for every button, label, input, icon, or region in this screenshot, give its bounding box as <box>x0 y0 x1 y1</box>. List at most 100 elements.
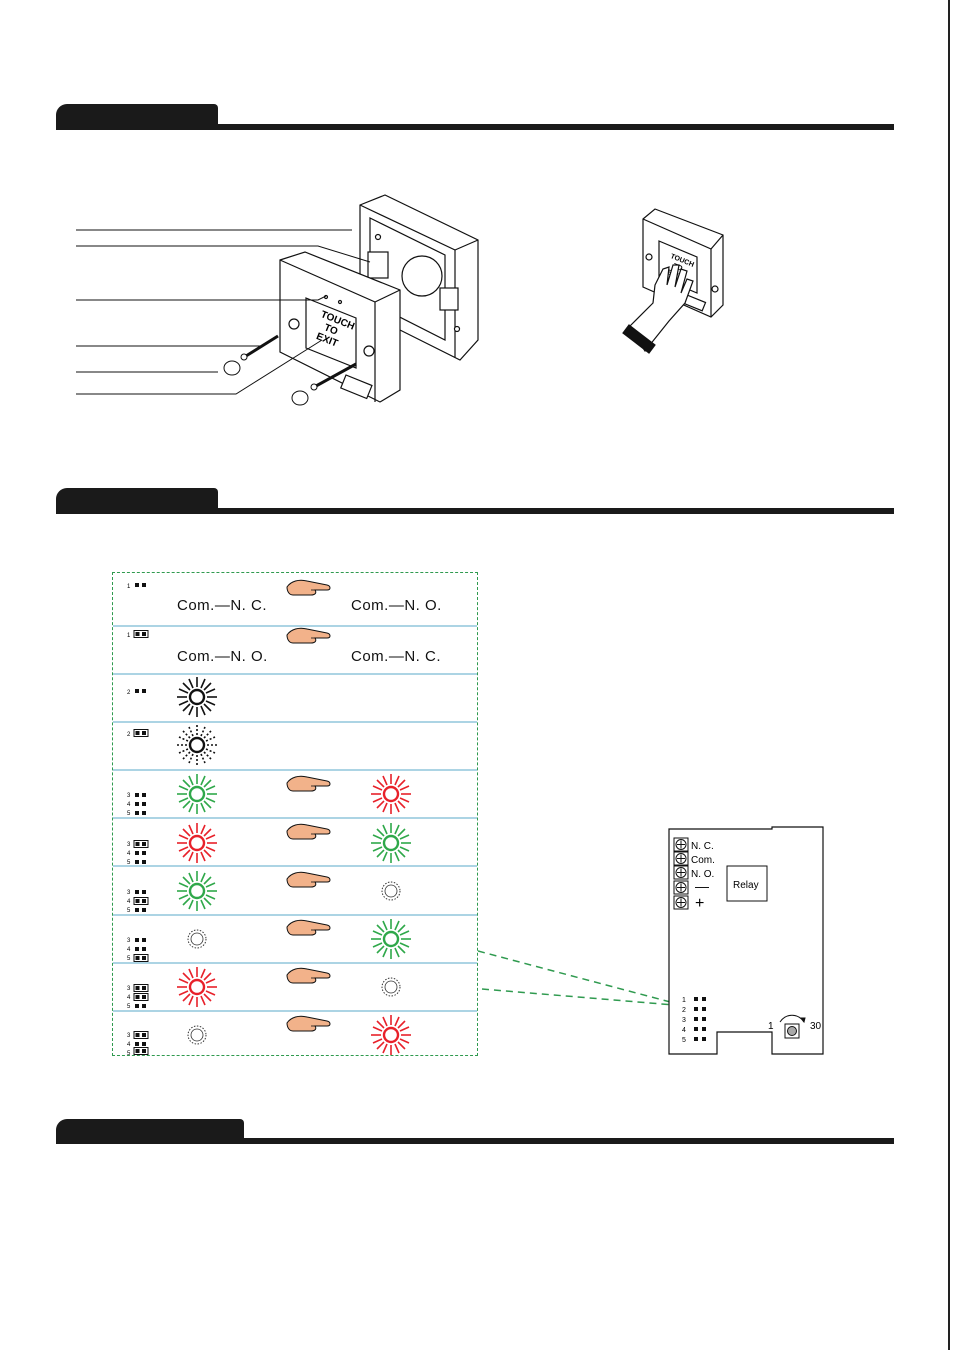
dip-switch-row-10: 3 4 5 <box>127 1031 149 1055</box>
dip-switch-row-5: 3 4 5 <box>127 793 146 817</box>
led-burst-icon <box>175 772 219 816</box>
terminal-nc-label: N. C. <box>691 841 714 852</box>
svg-text:2: 2 <box>127 690 131 696</box>
screw-terminal-icon <box>673 880 689 895</box>
svg-text:3: 3 <box>127 938 131 944</box>
dip-switch-row-9: 3 4 5 <box>127 984 149 1010</box>
svg-text:2: 2 <box>127 732 131 738</box>
svg-text:3: 3 <box>127 1033 131 1039</box>
led-burst-icon <box>369 1013 413 1055</box>
svg-text:4: 4 <box>127 947 131 953</box>
led-off-icon <box>381 881 401 901</box>
row2-left-connection: Com.—N. O. <box>177 648 268 665</box>
led-off-icon <box>381 977 401 997</box>
dip-panel-graphics: 1 1 2 2 3 4 5 3 <box>113 579 477 1055</box>
svg-text:4: 4 <box>127 995 131 1001</box>
dip-switch-row-7: 3 4 5 <box>127 890 149 914</box>
terminal-com-label: Com. <box>691 855 715 866</box>
led-burst-icon <box>369 772 413 816</box>
section-tab-1 <box>56 104 218 126</box>
pointing-hand-icon <box>286 579 331 596</box>
led-burst-icon <box>175 869 219 913</box>
svg-text:3: 3 <box>127 986 131 992</box>
row1-right-connection: Com.—N. O. <box>351 597 442 614</box>
dip-switch-row-8: 3 4 5 <box>127 938 149 962</box>
svg-text:5: 5 <box>127 860 131 866</box>
front-plate <box>279 251 401 403</box>
pointing-hand-icon <box>286 775 331 792</box>
led-burst-icon <box>369 917 413 961</box>
screw-terminal-icon <box>673 851 689 866</box>
svg-text:3: 3 <box>127 842 131 848</box>
assembly-diagram: TOUCH TO EXIT <box>76 194 479 406</box>
section-tab-3 <box>56 1119 244 1141</box>
svg-text:1: 1 <box>127 584 131 590</box>
row-dividers <box>113 625 477 1012</box>
screw-terminal-block <box>673 837 689 910</box>
screw-terminal-icon <box>673 865 689 880</box>
back-box <box>359 194 479 361</box>
led-burst-icon <box>175 965 219 1009</box>
svg-text:1: 1 <box>127 633 131 639</box>
pointing-hand-icon <box>286 627 331 644</box>
terminal-plus-label: + <box>695 895 704 912</box>
svg-text:3: 3 <box>127 793 131 799</box>
pointing-hand-icon <box>286 967 331 984</box>
leader-lines <box>76 229 371 395</box>
screw-cap-1 <box>223 360 241 376</box>
dip-switch-row-4: 2 <box>127 729 149 738</box>
section-rule-1 <box>56 124 894 130</box>
dip-switch-row-2: 1 <box>127 630 149 639</box>
dip-number-5: 5 <box>682 1037 686 1044</box>
svg-text:5: 5 <box>127 908 131 914</box>
section-tab-2 <box>56 488 218 510</box>
dip-switch-row-1: 1 <box>127 583 146 590</box>
screw-cap-2 <box>291 390 309 406</box>
row2-right-connection: Com.—N. C. <box>351 648 442 665</box>
controller-board: N. C. Com. N. O. — + Relay 1 2 3 4 5 1 3… <box>668 826 824 1055</box>
pointing-hand-icon <box>286 871 331 888</box>
pointing-hand-icon <box>286 823 331 840</box>
svg-text:5: 5 <box>127 956 131 962</box>
relay-label: Relay <box>733 880 759 891</box>
section-rule-3 <box>56 1138 894 1144</box>
led-burst-icon <box>175 821 219 865</box>
dip-switch-panel: 1 1 2 2 3 4 5 3 <box>112 572 478 1056</box>
svg-text:3: 3 <box>127 890 131 896</box>
led-burst-icon <box>175 723 219 767</box>
timer-max-label: 30 <box>810 1021 822 1032</box>
pointing-hand-icon <box>286 1015 331 1032</box>
panel-to-board-connectors <box>478 950 675 1006</box>
hand-press-illustration: TOUCH TO EXIT <box>622 208 724 354</box>
led-burst-icon <box>369 821 413 865</box>
dip-number-1: 1 <box>682 997 686 1004</box>
svg-text:5: 5 <box>127 1004 131 1010</box>
led-burst-icon <box>175 675 219 719</box>
led-off-icon <box>187 929 207 949</box>
terminal-no-label: N. O. <box>691 869 714 880</box>
row1-left-connection: Com.—N. C. <box>177 597 268 614</box>
terminal-minus-label: — <box>695 878 709 894</box>
page-edge-line <box>948 0 950 1350</box>
dip-switch-row-3: 2 <box>127 689 146 696</box>
dip-switch-row-6: 3 4 5 <box>127 840 149 866</box>
screw-terminal-icon <box>673 837 689 852</box>
button-face-line2: TO <box>322 322 339 337</box>
svg-text:4: 4 <box>127 851 131 857</box>
led-off-icon <box>187 1025 207 1045</box>
dip-number-3: 3 <box>682 1017 686 1024</box>
svg-text:4: 4 <box>127 1042 131 1048</box>
section-rule-2 <box>56 508 894 514</box>
timer-min-label: 1 <box>768 1021 774 1032</box>
svg-text:5: 5 <box>127 1051 131 1055</box>
screw-1 <box>240 334 279 361</box>
dip-number-4: 4 <box>682 1027 686 1034</box>
pointing-hand-icon <box>286 919 331 936</box>
board-dip-switch <box>694 997 706 1041</box>
dip-number-2: 2 <box>682 1007 686 1014</box>
svg-text:4: 4 <box>127 802 131 808</box>
svg-text:5: 5 <box>127 811 131 817</box>
screw-terminal-icon <box>673 895 689 910</box>
potentiometer-icon <box>779 1014 806 1039</box>
relay-block <box>726 865 768 902</box>
